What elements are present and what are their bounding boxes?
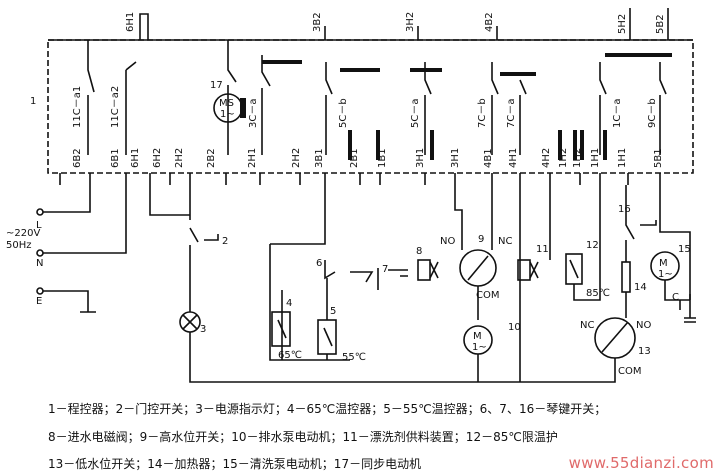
label-row-1: 6B1 <box>110 148 121 168</box>
label-row-0: 6B2 <box>72 148 83 168</box>
label-7c-a: 7C－a <box>506 99 517 128</box>
label-row-11: 3H1 <box>415 148 426 168</box>
num-10: 10 <box>508 322 521 333</box>
com-13: COM <box>618 366 641 377</box>
num-3: 3 <box>200 324 206 335</box>
label-row-8: 3B1 <box>314 148 325 168</box>
label-row-6: 2H1 <box>247 148 258 168</box>
watermark: www.55dianzi.com <box>568 454 714 472</box>
programmer-frame <box>47 39 694 174</box>
num-2: 2 <box>222 236 228 247</box>
label-row-17: 1H2 <box>572 148 583 168</box>
num-15: 15 <box>678 244 691 255</box>
num-4: 4 <box>286 298 292 309</box>
rinse-and-limiter <box>517 185 601 382</box>
top-terminals <box>139 8 672 57</box>
label-row-3: 6H2 <box>152 148 163 168</box>
no-9: NO <box>440 236 455 247</box>
m15-label: M <box>659 258 668 269</box>
num-6: 6 <box>316 258 322 269</box>
num-7: 7 <box>382 264 388 275</box>
m10-label: M <box>473 331 482 342</box>
label-top-6h1: 6H1 <box>125 12 136 32</box>
terminal-l: L <box>36 220 42 231</box>
temp-65: 65℃ <box>278 350 302 361</box>
label-top-4b2: 4B2 <box>484 12 495 32</box>
num-9: 9 <box>478 234 484 245</box>
label-row-16: 1H2 <box>558 148 569 168</box>
label-row-5: 2B2 <box>206 148 217 168</box>
num-12: 12 <box>586 240 599 251</box>
inlet-and-high-level <box>417 185 497 382</box>
num-1: 1 <box>30 96 36 107</box>
terminal-row <box>59 173 661 185</box>
label-top-5b2: 5B2 <box>655 14 666 34</box>
label-row-13: 4B1 <box>483 148 494 168</box>
nc-9: NC <box>498 236 512 247</box>
label-5c-a: 5C－a <box>410 99 421 128</box>
door-switch-and-lamp <box>149 185 520 383</box>
legend-line-2: 8－进水电磁阀；9－高水位开关；10－排水泵电动机；11－漂洗剂供料装置；12－… <box>48 430 558 444</box>
label-row-9: 2B1 <box>349 148 360 168</box>
num-13: 13 <box>638 346 651 357</box>
legend-line-3: 13－低水位开关；14－加热器；15－清洗泵电动机；17－同步电动机 <box>48 457 422 471</box>
m15-sub: 1~ <box>658 269 673 280</box>
nc-13: NC <box>580 320 594 331</box>
label-9c-b: 9C－b <box>647 98 658 128</box>
ms-label: MS <box>219 98 234 109</box>
label-7c-b: 7C－b <box>477 98 488 128</box>
num-17: 17 <box>210 80 223 91</box>
low-level-heater-pump <box>520 185 696 383</box>
label-row-14: 4H1 <box>508 148 519 168</box>
ms-sub: 1~ <box>220 109 235 120</box>
label-11c-a2: 11C－a2 <box>110 86 121 128</box>
label-row-4: 2H2 <box>174 148 185 168</box>
terminal-n: N <box>36 258 43 269</box>
m10-sub: 1~ <box>472 342 487 353</box>
label-top-5h2: 5H2 <box>617 14 628 34</box>
label-row-20: 5B1 <box>653 148 664 168</box>
label-top-3b2: 3B2 <box>312 12 323 32</box>
label-row-15: 4H2 <box>541 148 552 168</box>
num-11: 11 <box>536 244 549 255</box>
supply-lines <box>36 185 127 313</box>
temp-55: 55℃ <box>342 352 366 363</box>
num-5: 5 <box>330 306 336 317</box>
cap-c: C <box>672 292 679 303</box>
label-top-3h2: 3H2 <box>405 12 416 32</box>
legend-line-1: 1－程控器；2－门控开关；3－电源指示灯；4－65℃温控器；5－55℃温控器；6… <box>48 402 607 416</box>
supply-voltage: ~220V <box>6 228 40 239</box>
num-8: 8 <box>416 246 422 257</box>
switch-contacts <box>87 40 667 160</box>
com-9: COM <box>476 290 499 301</box>
temp-85: 85℃ <box>586 288 610 299</box>
label-5c-b: 5C－b <box>338 98 349 128</box>
terminal-e: E <box>36 296 42 307</box>
label-row-2: 6H1 <box>130 148 141 168</box>
sync-motor-17 <box>213 93 246 123</box>
num-16: 16 <box>618 204 631 215</box>
label-3c-a: 3C－a <box>248 99 259 128</box>
label-11c-a1: 11C－a1 <box>72 86 83 128</box>
component-labels: ~220V 50Hz L N E MS 1~ M 1~ M 1~ NO NC C… <box>6 98 679 377</box>
label-row-7: 2H2 <box>291 148 302 168</box>
terminal-labels: 6H1 3B2 3H2 4B2 5H2 5B2 6B2 6B1 6H1 6H2 … <box>72 12 666 168</box>
heating-branch <box>269 185 408 361</box>
component-numbers: 1 2 3 4 5 6 7 8 9 10 11 12 13 14 15 16 1… <box>30 80 691 357</box>
supply-frequency: 50Hz <box>6 240 32 251</box>
label-row-10: 1B1 <box>377 148 388 168</box>
no-13: NO <box>636 320 651 331</box>
label-row-12: 3H1 <box>450 148 461 168</box>
label-1c-a: 1C－a <box>612 99 623 128</box>
label-row-19: 1H1 <box>617 148 628 168</box>
num-14: 14 <box>634 282 647 293</box>
switch-labels: 11C－a1 11C－a2 3C－a 5C－b 5C－a 7C－b 7C－a 1… <box>72 86 658 128</box>
label-row-18: 1H1 <box>590 148 601 168</box>
